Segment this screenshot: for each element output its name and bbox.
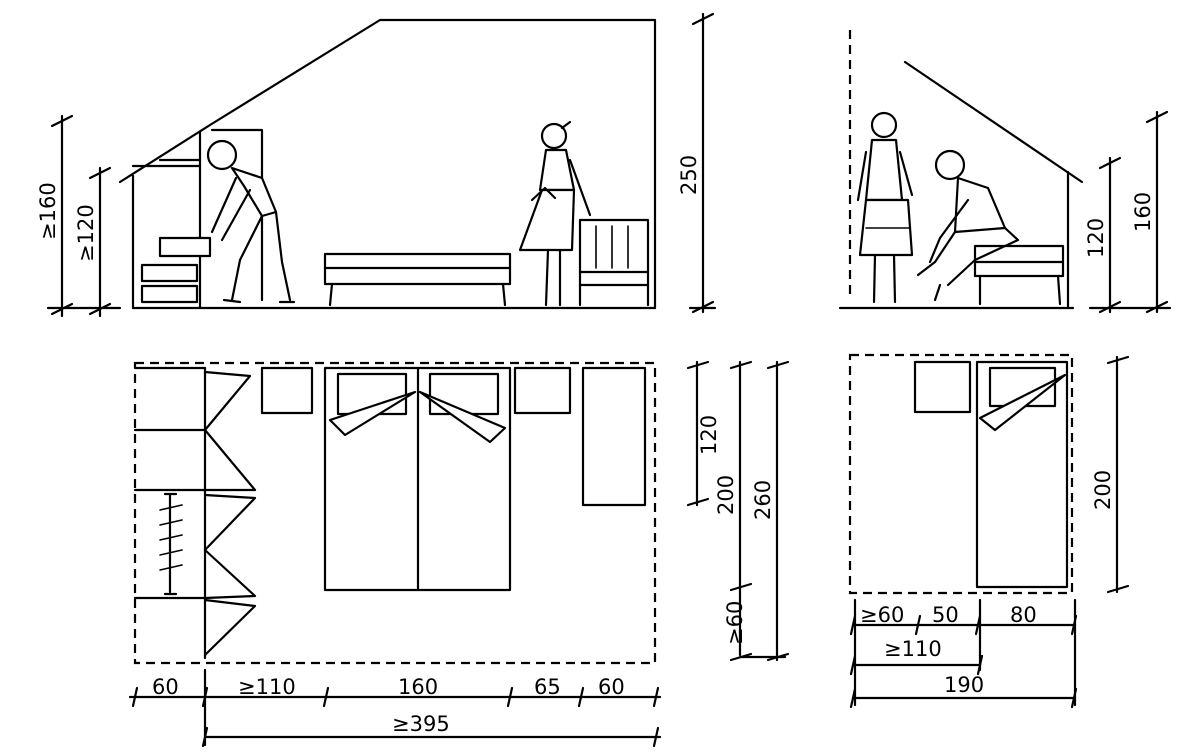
man-sitting-figure: [916, 149, 1020, 302]
nightstand-left: [260, 366, 314, 415]
label-b-60a: 60: [152, 675, 179, 699]
label-h-low: ≥120: [74, 204, 98, 262]
label-r-80: 80: [1010, 603, 1037, 627]
plan-dims-vertical: [686, 360, 790, 662]
label-b-160: 160: [398, 675, 438, 699]
label-b-395: ≥395: [392, 712, 450, 736]
label-b-65: 65: [534, 675, 561, 699]
label-h-knee: ≥160: [36, 182, 60, 240]
left-floor-plan: [133, 361, 657, 665]
left-elevation: ≥160 ≥120 250: [36, 12, 717, 318]
label-r-190: 190: [944, 673, 984, 697]
label-r-110: ≥110: [884, 637, 942, 661]
label-h-room: 250: [677, 155, 701, 195]
wardrobe-plan: [133, 366, 257, 660]
label-d-60: ≥60: [723, 601, 747, 645]
label-h2-high: 160: [1131, 192, 1155, 232]
label-r-50: 50: [932, 603, 959, 627]
elevation-dims-right: [688, 12, 717, 314]
right-elevation: 120 160: [838, 30, 1172, 314]
woman-standing-figure: [856, 111, 914, 304]
bed-elevation-right: [973, 244, 1065, 306]
double-bed-elevation: [323, 252, 512, 307]
label-h2-low: 120: [1084, 218, 1108, 258]
man-figure: [158, 139, 296, 304]
nightstand-right: [513, 366, 572, 415]
single-bed-plan: [975, 360, 1069, 589]
right-elevation-dims: [1088, 110, 1172, 314]
right-floor-plan: 200 ≥60 50 80 ≥110 190: [848, 353, 1130, 709]
elevation-dims-left: [46, 114, 122, 318]
plan-dims-horizontal: [128, 668, 662, 748]
label-r-60: ≥60: [860, 603, 904, 627]
double-bed-plan: [323, 366, 512, 592]
woman-figure: [518, 120, 592, 307]
label-d2-200: 200: [1091, 470, 1115, 510]
label-d-200: 200: [714, 475, 738, 515]
label-d-260: 260: [751, 480, 775, 520]
label-b-110: ≥110: [238, 675, 296, 699]
storage-cabinet: [131, 128, 264, 310]
right-plan-dims: [849, 355, 1130, 709]
label-d-120: 120: [697, 415, 721, 455]
label-b-60b: 60: [598, 675, 625, 699]
crib-plan: [581, 366, 647, 507]
nightstand-plan-right: [913, 360, 972, 414]
crib-elevation: [578, 218, 650, 307]
